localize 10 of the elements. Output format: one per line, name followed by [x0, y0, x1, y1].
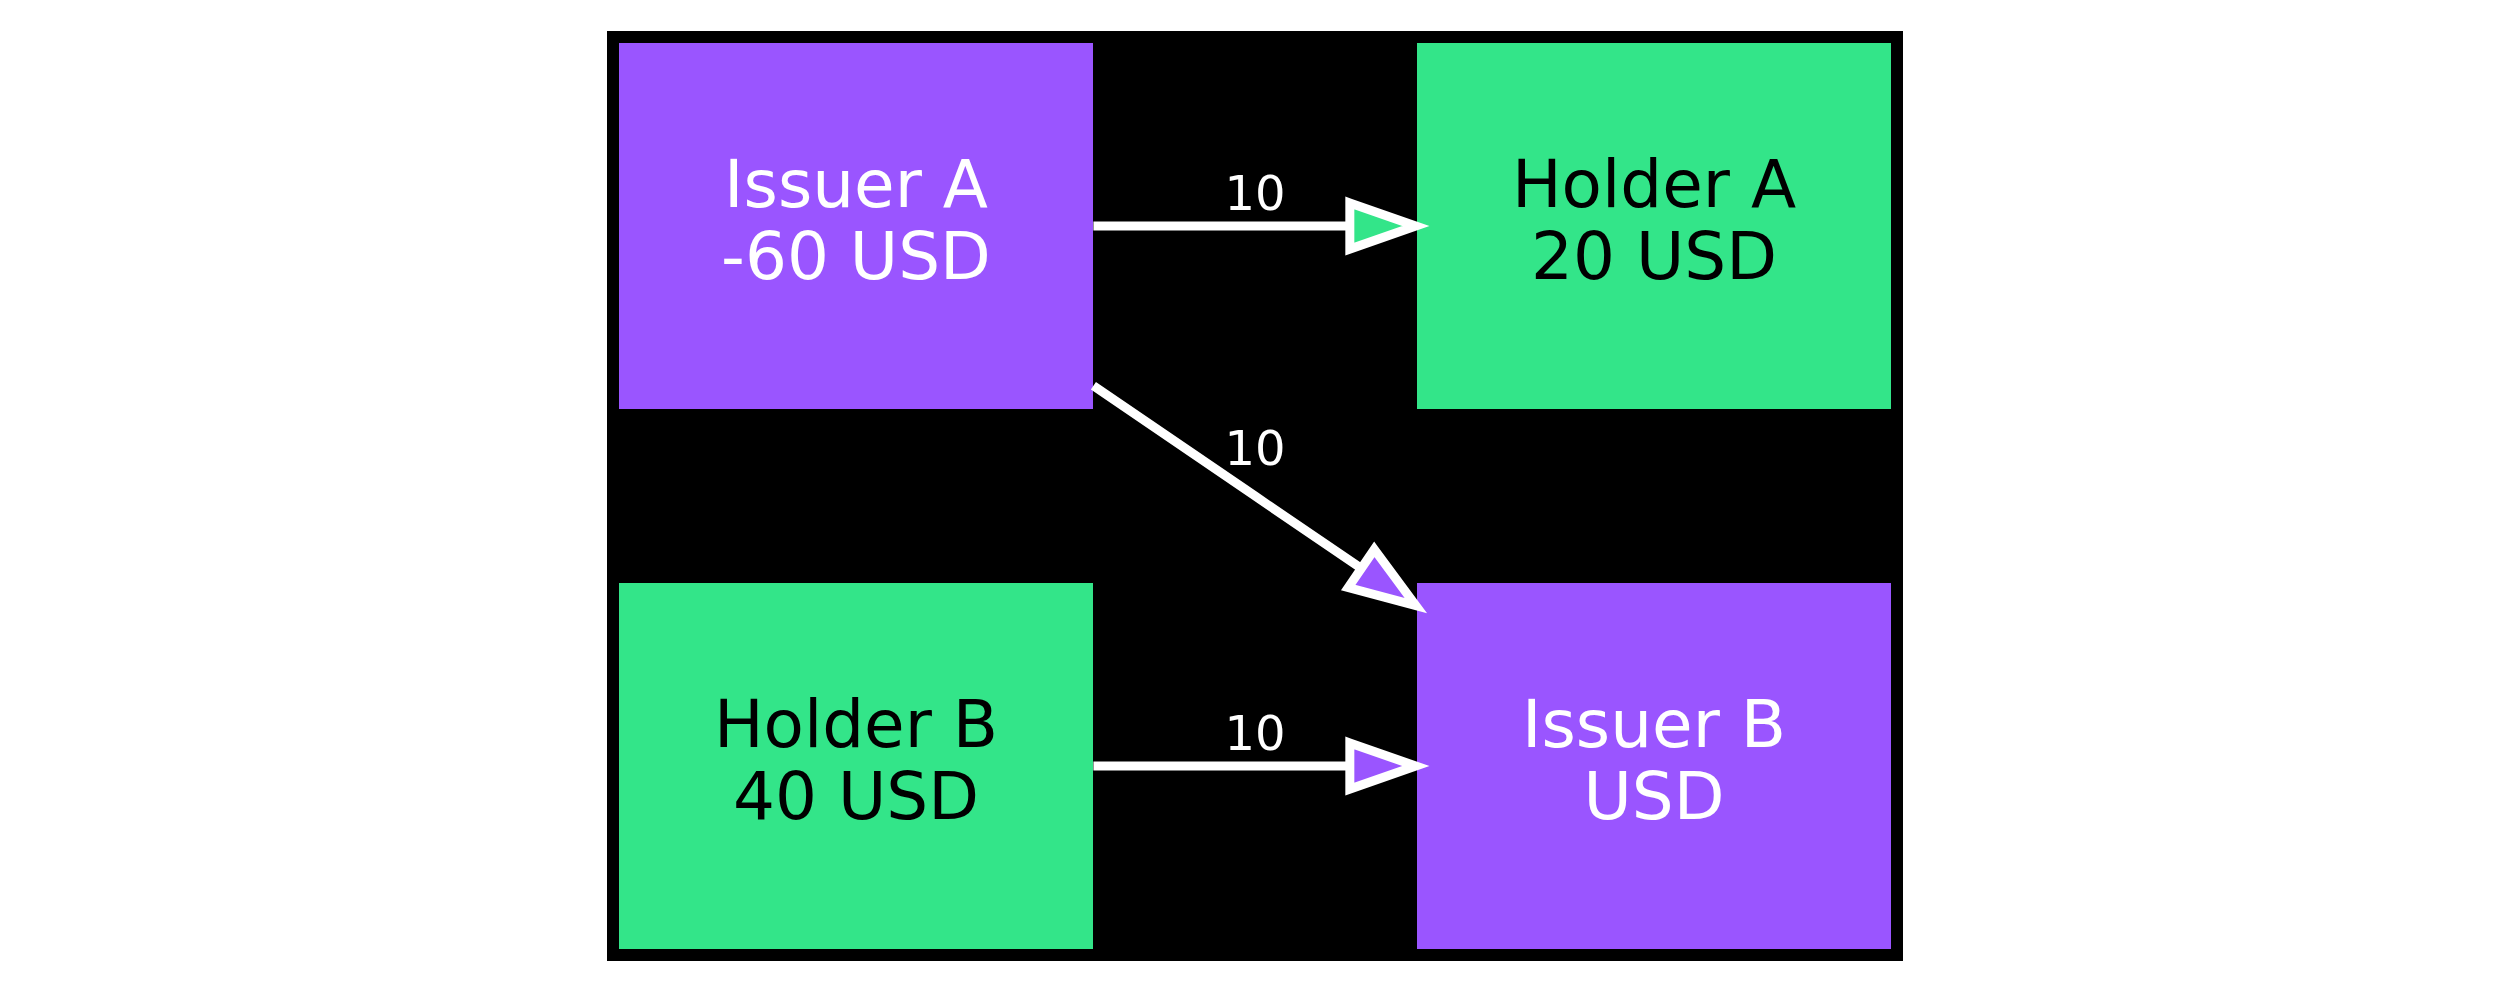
- edge-label: 10: [1224, 165, 1286, 222]
- arrow: [1090, 382, 1428, 614]
- node-box: Holder B 40 USD: [619, 583, 1093, 949]
- node-box: Issuer A -60 USD: [619, 43, 1093, 409]
- node-box: Holder A 20 USD: [1417, 43, 1891, 409]
- edge-label: 10: [1224, 705, 1286, 762]
- node-box: Issuer B USD: [1417, 583, 1891, 949]
- edge-label: 10: [1224, 420, 1286, 477]
- arrow: [1093, 736, 1430, 796]
- arrow: [1093, 196, 1430, 256]
